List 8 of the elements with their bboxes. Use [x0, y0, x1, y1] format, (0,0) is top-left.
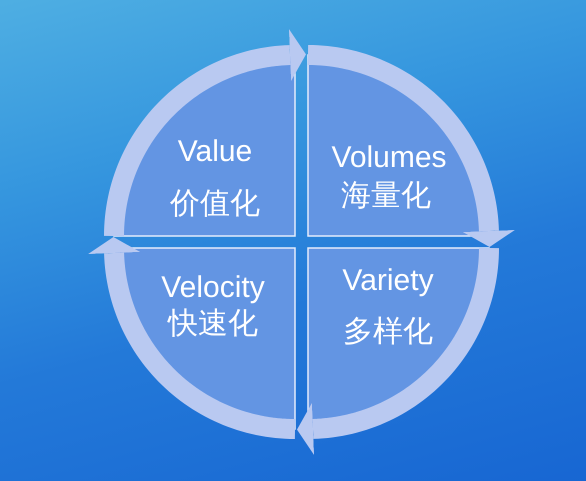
chinese-term: 多样化: [343, 314, 433, 350]
english-term: Value: [178, 134, 252, 170]
chinese-term: 海量化: [341, 178, 431, 214]
english-term: Variety: [342, 264, 434, 298]
english-term: Volumes: [331, 140, 447, 176]
english-term: Velocity: [161, 270, 265, 306]
chinese-term: 价值化: [170, 186, 260, 222]
chinese-term: 快速化: [168, 306, 258, 342]
